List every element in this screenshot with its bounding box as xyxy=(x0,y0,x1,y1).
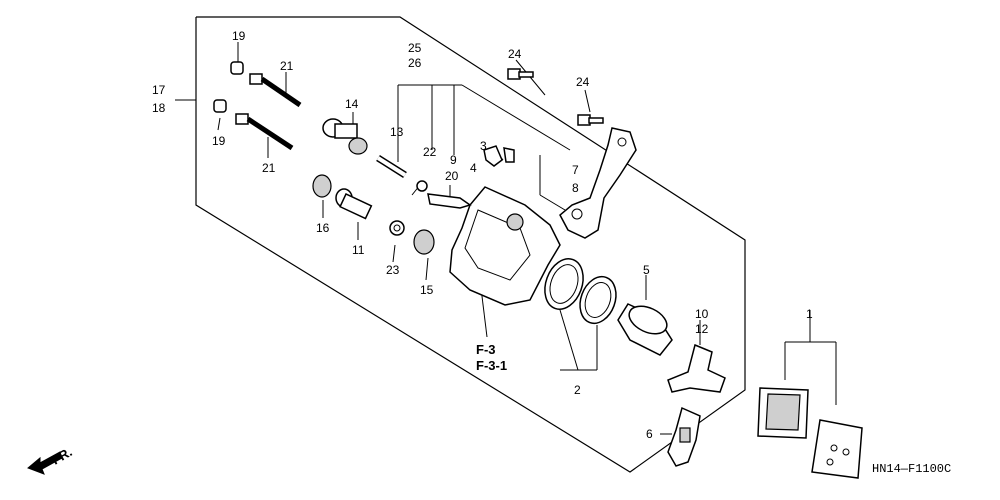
label-3: 3 xyxy=(480,139,487,153)
pin-bolt-21 xyxy=(235,113,294,151)
brake-pad xyxy=(811,419,863,479)
label-13: 13 xyxy=(390,125,404,139)
washer-23 xyxy=(389,220,405,236)
sleeve-13 xyxy=(376,155,407,178)
bracket-hole xyxy=(617,137,627,147)
label-22: 22 xyxy=(423,145,437,159)
diagram-code: HN14—F1100C xyxy=(872,462,951,476)
label-23: 23 xyxy=(386,263,400,277)
caliper-bore xyxy=(506,213,524,231)
piston-seal-outer-inner xyxy=(549,264,579,304)
label-20: 20 xyxy=(445,169,459,183)
piston-seal-inner-ring xyxy=(584,282,612,318)
label-21: 21 xyxy=(280,59,294,73)
pin-20 xyxy=(427,193,472,209)
boot-16 xyxy=(312,174,332,198)
caliper-bracket xyxy=(559,127,637,239)
bolt-24 xyxy=(577,114,604,126)
bracket-hole xyxy=(571,208,583,220)
label-10: 10 xyxy=(695,307,709,321)
front-arrow-icon xyxy=(27,451,63,475)
label-7: 7 xyxy=(572,163,579,177)
pin-cap-19 xyxy=(213,99,227,113)
label-6: 6 xyxy=(646,427,653,441)
label-15: 15 xyxy=(420,283,434,297)
assembly-frame xyxy=(195,16,746,473)
label-14: 14 xyxy=(345,97,359,111)
label-12: 12 xyxy=(695,322,709,336)
label-16: 16 xyxy=(316,221,330,235)
caliper-piston xyxy=(617,303,673,356)
pad-spring xyxy=(667,343,726,393)
label-21: 21 xyxy=(262,161,276,175)
clip-3-4 xyxy=(483,145,515,167)
label-4: 4 xyxy=(470,161,477,175)
label-26: 26 xyxy=(408,56,422,70)
boot-14 xyxy=(322,118,368,155)
pin-cap-19 xyxy=(230,61,244,75)
label-18: 18 xyxy=(152,101,166,115)
label-17: 17 xyxy=(152,83,166,97)
brake-pad xyxy=(757,387,809,439)
bolt-24 xyxy=(507,68,534,80)
reference-f3: F-3 xyxy=(476,342,496,357)
pin-11 xyxy=(335,188,373,220)
label-11: 11 xyxy=(352,243,365,257)
piston-seal-outer xyxy=(544,258,584,310)
label-25: 25 xyxy=(408,41,422,55)
pad-retainer-slot xyxy=(679,427,691,443)
label-8: 8 xyxy=(572,181,579,195)
front-marker-label: FR. xyxy=(49,444,75,467)
label-19: 19 xyxy=(232,29,246,43)
label-5: 5 xyxy=(643,263,650,277)
piston-seal-inner xyxy=(579,275,617,325)
reference-f3-1: F-3-1 xyxy=(476,358,507,373)
label-24: 24 xyxy=(576,75,590,89)
label-24: 24 xyxy=(508,47,522,61)
leader-lines xyxy=(175,42,837,435)
label-19: 19 xyxy=(212,134,226,148)
label-9: 9 xyxy=(450,153,457,167)
boot-15 xyxy=(413,229,435,255)
caliper-body xyxy=(449,186,561,306)
pin-bolt-21 xyxy=(249,73,302,108)
label-1: 1 xyxy=(806,307,813,321)
washer-22 xyxy=(416,180,428,192)
label-2: 2 xyxy=(574,383,581,397)
